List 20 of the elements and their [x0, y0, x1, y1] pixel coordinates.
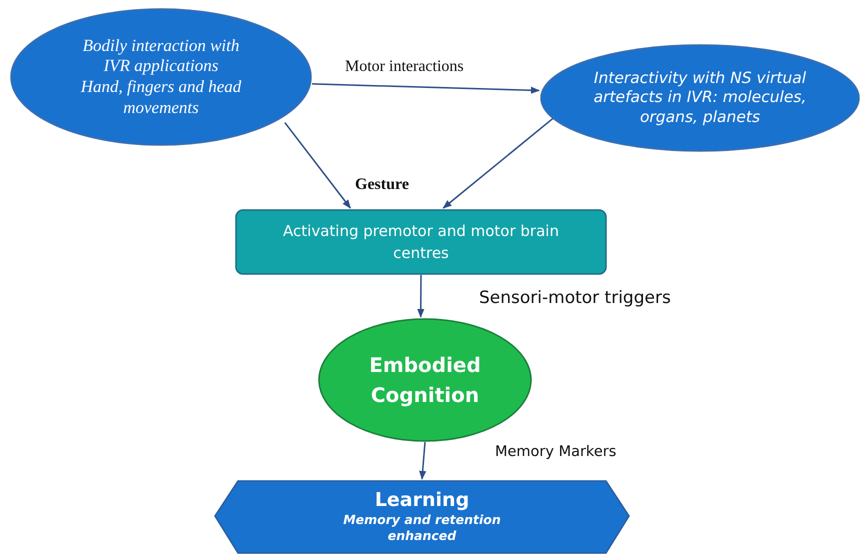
- edge-label: Sensori-motor triggers: [479, 288, 671, 308]
- node-text: Hand, fingers and head movements: [80, 77, 242, 118]
- node-text: Bodily interaction with IVR applications: [82, 36, 240, 77]
- arrow: [417, 275, 424, 318]
- node-text: Learning: [374, 489, 470, 512]
- ellipse-node: [318, 318, 532, 442]
- node-text: Memory and retention enhanced: [342, 512, 502, 545]
- arrow: [442, 118, 554, 209]
- node-text: Interactivity with NS virtual artefacts in IVR: molecules, organs, planets: [592, 68, 808, 128]
- ellipse-node: [10, 8, 312, 146]
- ellipse-node: [540, 44, 860, 152]
- node-text: Embodied Cognition: [368, 352, 482, 409]
- annotation-label: Gesture: [355, 176, 409, 194]
- arrow: [284, 122, 351, 209]
- edge-label: Memory Markers: [495, 444, 616, 460]
- arrow: [312, 83, 540, 94]
- arrow: [419, 442, 426, 480]
- node-text: Activating premotor and motor brain centres: [282, 220, 560, 264]
- hexagon-node: [214, 480, 630, 554]
- process-box: [235, 209, 607, 275]
